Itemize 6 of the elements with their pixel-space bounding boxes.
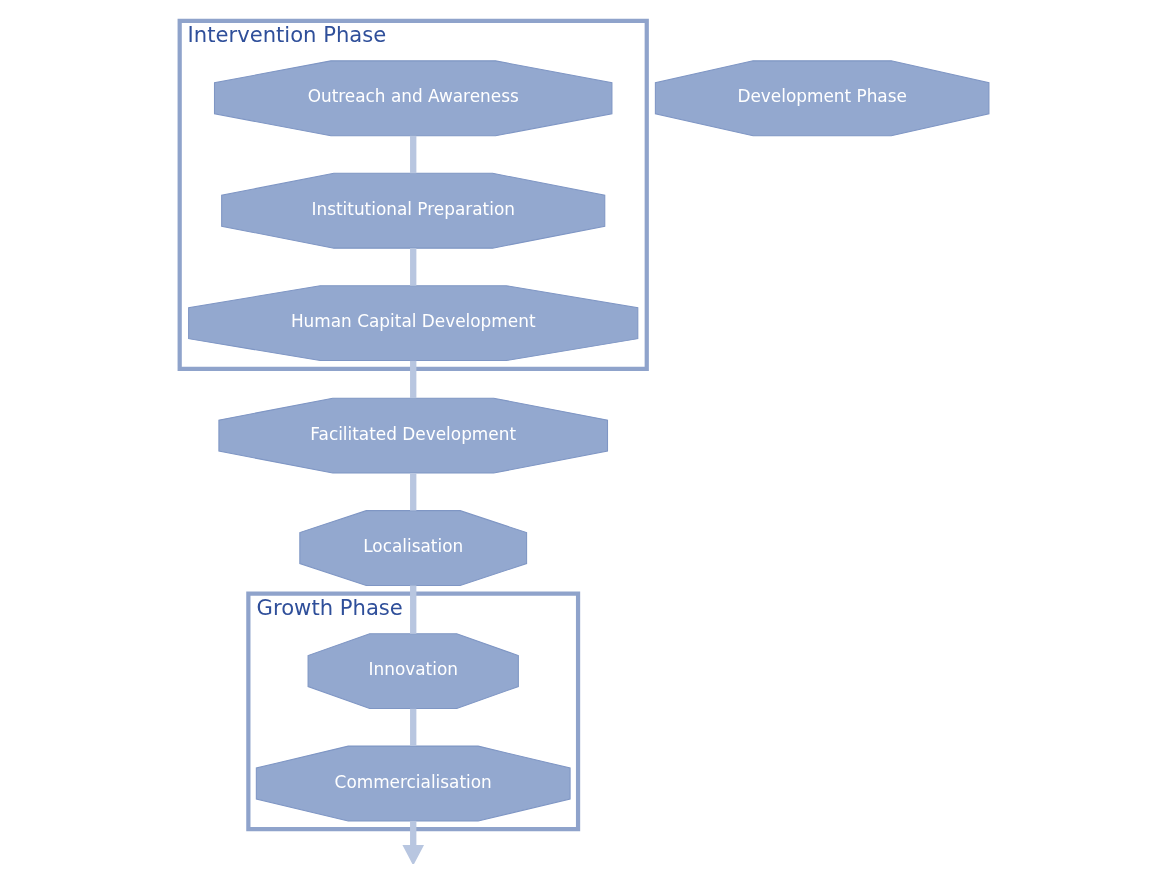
connector (410, 135, 417, 174)
connector (410, 248, 417, 286)
connector (410, 473, 417, 511)
connector (410, 708, 417, 747)
connector (410, 360, 417, 399)
connector (410, 585, 417, 634)
